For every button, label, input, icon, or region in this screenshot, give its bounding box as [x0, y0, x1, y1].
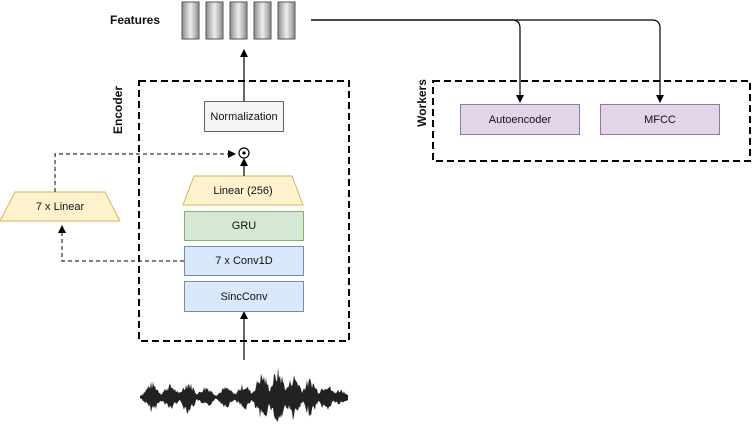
linear-256-shape	[182, 175, 304, 206]
feature-cell	[205, 1, 224, 40]
normalization-block: Normalization	[204, 101, 284, 132]
gru-block: GRU	[184, 211, 304, 241]
linear-7-label: 7 x Linear	[35, 200, 85, 213]
feature-cell	[229, 1, 248, 40]
waveform-shape	[140, 367, 348, 422]
skip-conv-to-linear	[58, 225, 184, 262]
encoder-label: Encoder	[111, 86, 125, 135]
feature-cell	[277, 1, 296, 40]
linear-7-shape	[0, 191, 121, 222]
linear-256-label: Linear (256)	[213, 184, 273, 197]
arrow-features-to-mfcc	[311, 19, 664, 103]
sincconv-block: SincConv	[184, 281, 304, 312]
audio-waveform	[140, 367, 348, 422]
feature-cell	[181, 1, 200, 40]
workers-container	[432, 80, 751, 162]
feature-cell	[253, 1, 272, 40]
features-label: Features	[110, 13, 161, 27]
feature-vector	[181, 1, 296, 40]
skip-linear-to-sum	[54, 150, 236, 192]
mfcc-block: MFCC	[600, 104, 720, 135]
conv1d-block: 7 x Conv1D	[184, 246, 304, 276]
autoencoder-block: Autoencoder	[460, 104, 580, 135]
sum-node	[238, 147, 250, 159]
workers-label: Workers	[415, 79, 429, 127]
